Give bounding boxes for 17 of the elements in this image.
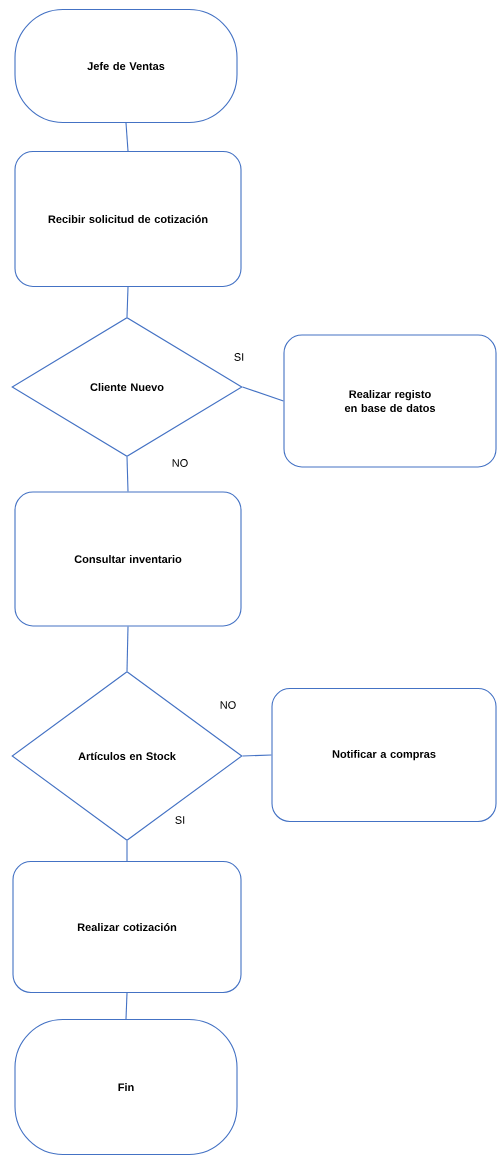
connector: [125, 992, 128, 1020]
connector: [126, 456, 129, 492]
connector: [126, 840, 128, 862]
connector: [242, 386, 284, 402]
connector: [125, 122, 129, 152]
process-box: Recibir solicitud de cotización: [14, 150, 242, 288]
connector: [126, 626, 129, 672]
connector: [126, 286, 129, 318]
process-box: Consultar inventario: [14, 491, 242, 627]
edge-label: SI: [173, 815, 187, 825]
connector: [242, 754, 272, 757]
process-box: Realizar cotización: [12, 860, 242, 994]
edge-label: NO: [218, 700, 238, 710]
process-box: Realizar registo en base de datos: [283, 334, 497, 468]
edge-label: NO: [170, 458, 190, 468]
edge-label: SI: [232, 352, 246, 362]
process-box: Notificar a compras: [271, 687, 497, 823]
